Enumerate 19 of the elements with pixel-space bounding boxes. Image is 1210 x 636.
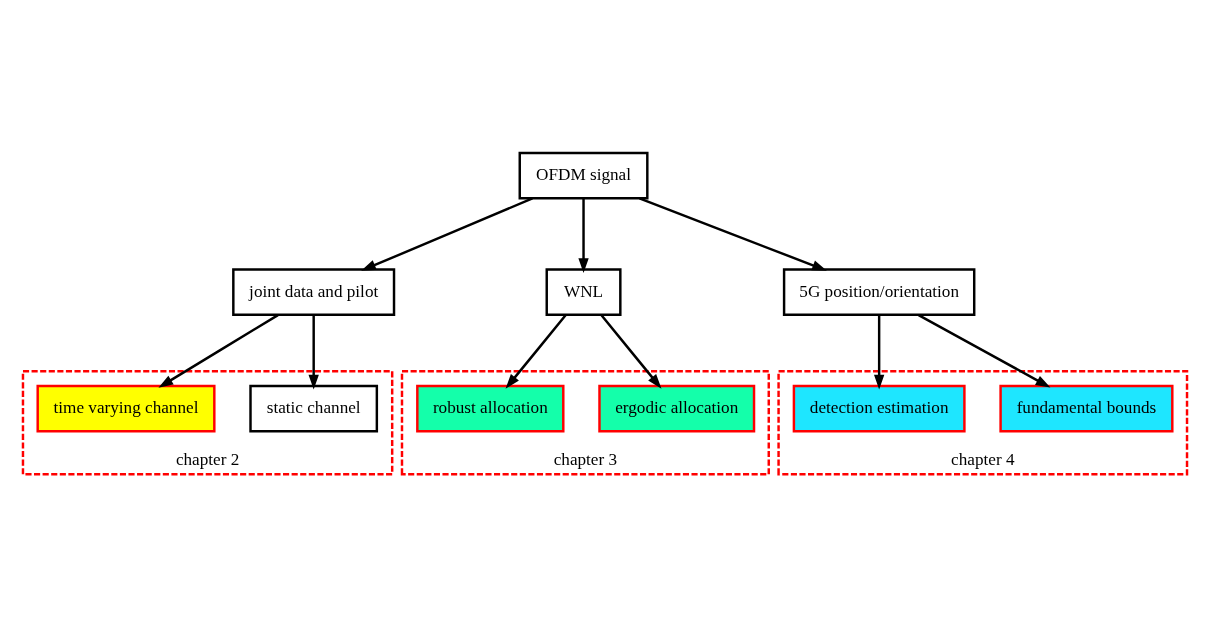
arrow (361, 196, 533, 271)
node-box: ergodic allocation (598, 384, 756, 433)
node-box: WNL (545, 267, 622, 316)
node-box: robust allocation (416, 384, 565, 433)
arrow (505, 314, 567, 389)
node-box: 5G position/orientation (782, 267, 976, 316)
arrow (158, 313, 279, 388)
node-box: static channel (249, 384, 379, 433)
node-box: fundamental bounds (999, 384, 1174, 433)
node-box: OFDM signal (518, 151, 649, 199)
arrow (874, 314, 885, 390)
node-box: joint data and pilot (232, 267, 396, 316)
arrow (308, 314, 319, 390)
arrow (639, 196, 827, 271)
arrow (918, 313, 1051, 388)
arrow (578, 198, 589, 273)
node-box: detection estimation (792, 384, 966, 433)
node-box: time varying channel (36, 384, 216, 433)
arrow (600, 314, 662, 389)
